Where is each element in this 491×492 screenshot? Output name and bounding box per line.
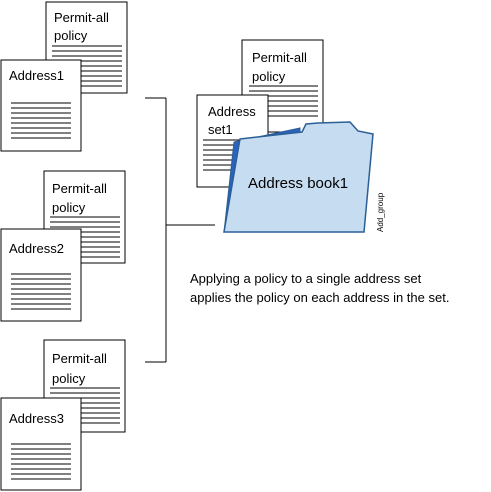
address-text-lines-3 <box>11 443 71 480</box>
policy-label-set-a: Permit-all <box>252 50 307 65</box>
group-bracket-connector <box>145 97 215 363</box>
address-group-2: Permit-all policy Address2 <box>0 170 126 322</box>
address-book-group: Permit-all policy Address set1 <box>196 39 385 233</box>
policy-label-2a: Permit-all <box>52 181 107 196</box>
address-group-3: Permit-all policy Address3 <box>0 339 126 491</box>
address-set-label-a: Address <box>208 104 256 119</box>
address-set-label-b: set1 <box>208 122 233 137</box>
folder-icon: Address book1 <box>223 121 374 233</box>
policy-label-1a: Permit-all <box>54 10 109 25</box>
address-text-lines-2 <box>11 273 71 310</box>
address-doc-3: Address3 <box>0 397 82 491</box>
address-book-label: Address book1 <box>248 175 348 192</box>
address-doc-1: Address1 <box>0 59 82 152</box>
caption-line-2: applies the policy on each address in th… <box>190 290 449 305</box>
policy-label-1b: policy <box>54 28 88 43</box>
address-label-1: Address1 <box>9 68 64 83</box>
policy-label-3a: Permit-all <box>52 351 107 366</box>
address-doc-2: Address2 <box>0 228 82 322</box>
address-label-2: Address2 <box>9 241 64 256</box>
figure-id-label: Add_group <box>376 192 385 232</box>
policy-label-3b: policy <box>52 371 86 386</box>
policy-label-2b: policy <box>52 200 86 215</box>
policy-label-set-b: policy <box>252 69 286 84</box>
caption-line-1: Applying a policy to a single address se… <box>190 271 422 286</box>
caption: Applying a policy to a single address se… <box>190 271 449 305</box>
permit-all-policy-doc-2: Permit-all policy <box>43 170 126 264</box>
address-group-1: Permit-all policy Address1 <box>0 1 128 152</box>
address-text-lines-1 <box>11 102 71 139</box>
folder-front-panel <box>223 121 374 233</box>
address-label-3: Address3 <box>9 411 64 426</box>
